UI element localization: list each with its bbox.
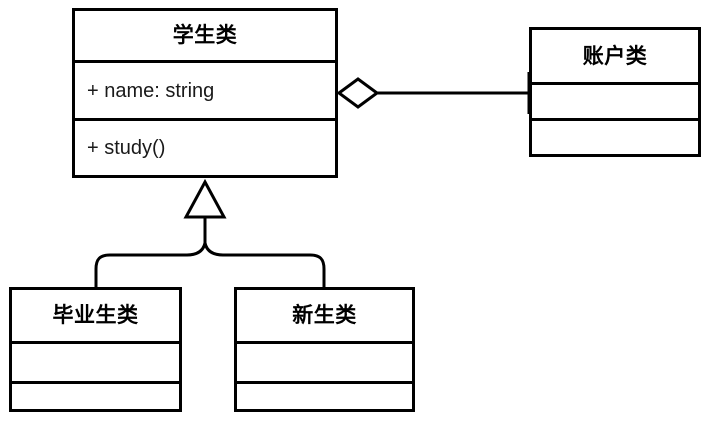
class-attribute-item: + name: string <box>87 79 215 102</box>
uml-class-graduate[interactable]: 毕业生类 <box>9 287 182 412</box>
hollow-diamond-icon <box>336 77 380 109</box>
generalization-branch-freshman <box>203 242 326 287</box>
aggregation-connector-student-account <box>336 72 531 114</box>
generalization-branch-graduate <box>94 242 207 287</box>
uml-class-student[interactable]: 学生类 + name: string + study() <box>72 8 338 178</box>
class-name-compartment-student: 学生类 <box>75 11 335 60</box>
generalization-connector-subclasses-student <box>94 178 326 287</box>
uml-class-freshman[interactable]: 新生类 <box>234 287 415 412</box>
class-attributes-compartment-graduate <box>12 341 179 381</box>
hollow-triangle-icon <box>183 178 227 219</box>
class-name-label-account: 账户类 <box>582 44 648 68</box>
class-name-compartment-freshman: 新生类 <box>237 290 412 341</box>
class-methods-compartment-student: + study() <box>75 118 335 175</box>
class-methods-compartment-freshman <box>237 381 412 409</box>
class-name-label-freshman: 新生类 <box>292 304 357 327</box>
class-name-label-student: 学生类 <box>172 24 238 47</box>
uml-class-account[interactable]: 账户类 <box>529 27 701 157</box>
class-name-label-graduate: 毕业生类 <box>52 304 139 327</box>
class-methods-compartment-account <box>532 118 698 154</box>
class-attributes-compartment-freshman <box>237 341 412 381</box>
class-method-item: + study() <box>87 137 166 159</box>
class-name-compartment-graduate: 毕业生类 <box>12 290 179 341</box>
class-name-compartment-account: 账户类 <box>532 30 698 82</box>
class-attributes-compartment-account <box>532 82 698 118</box>
class-attributes-compartment-student: + name: string <box>75 60 335 118</box>
class-methods-compartment-graduate <box>12 381 179 409</box>
